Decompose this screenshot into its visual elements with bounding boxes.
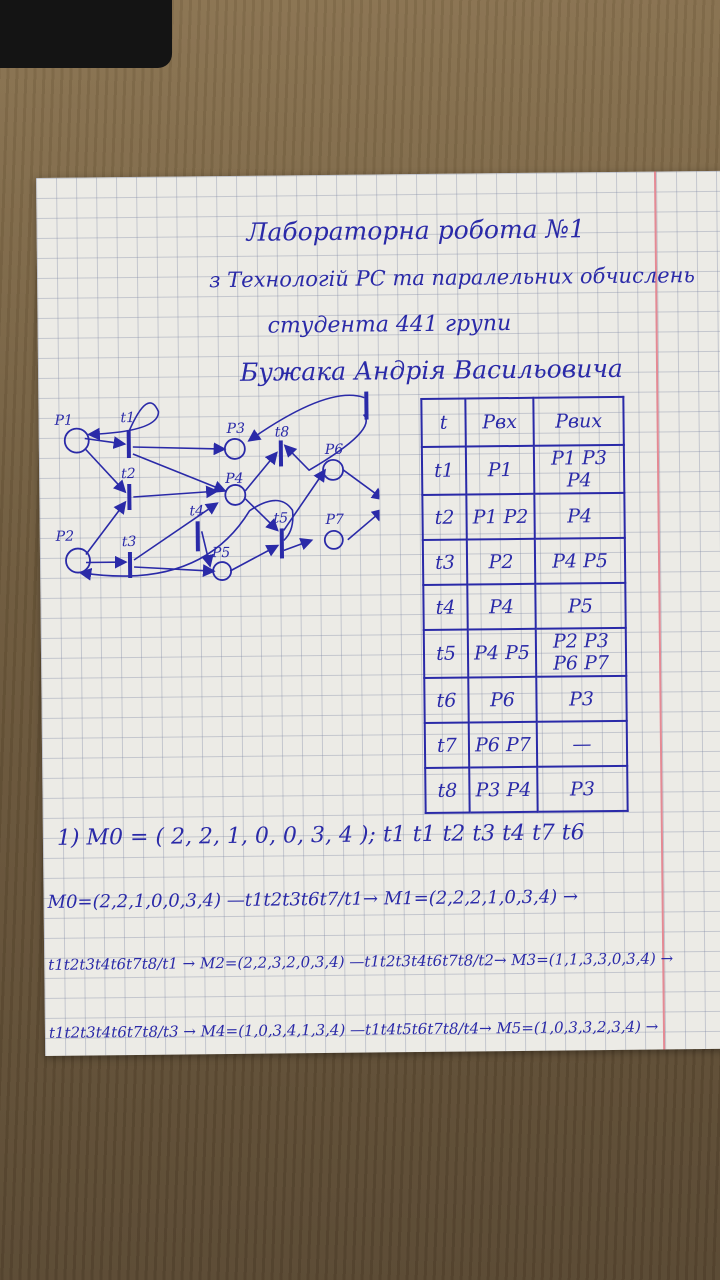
cell-t: t6 xyxy=(424,677,469,723)
solution-line-1: 1) M0 = ( 2, 2, 1, 0, 0, 3, 4 ); t1 t1 t… xyxy=(56,820,585,851)
label-t1: t1 xyxy=(120,410,135,426)
cell-p-out: P2 P3 P6 P7 xyxy=(535,627,627,677)
cell-p-in: P1 xyxy=(465,445,535,495)
title-line-2: з Технологій РС та паралельних обчислень xyxy=(208,263,695,293)
cell-t: t7 xyxy=(424,722,470,768)
place-p2 xyxy=(65,547,91,574)
place-p4 xyxy=(224,484,247,506)
cell-p-out: P4 xyxy=(534,492,625,539)
cell-p-out: P3 xyxy=(537,765,628,812)
header-p-out: Pвих xyxy=(533,396,624,446)
label-t4: t4 xyxy=(189,503,204,519)
cell-p-in: P2 xyxy=(466,538,536,585)
cell-p-in: P4 P5 xyxy=(467,628,537,678)
label-p5: P5 xyxy=(211,545,231,561)
label-t5: t5 xyxy=(273,510,288,526)
label-t3: t3 xyxy=(122,534,137,550)
label-t8: t8 xyxy=(275,424,290,440)
petri-net-diagram: P1 P2 P3 P4 P5 P6 P7 t1 t2 t3 t4 t5 t6 t… xyxy=(53,389,381,581)
margin-line xyxy=(653,171,666,1050)
place-p3 xyxy=(223,438,246,460)
label-t2: t2 xyxy=(121,466,136,482)
label-p6: P6 xyxy=(324,442,344,458)
cell-p-in: P6 P7 xyxy=(468,721,538,768)
label-p1: P1 xyxy=(53,413,72,429)
cell-t: t1 xyxy=(421,446,467,495)
phone-edge xyxy=(0,0,172,68)
label-t7: t7 xyxy=(379,473,381,489)
cell-t: t5 xyxy=(423,629,469,678)
cell-p-out: P4 P5 xyxy=(534,537,626,584)
table-header-row: t Pвх Pвих xyxy=(421,396,624,447)
label-t6: t6 xyxy=(358,389,373,391)
cell-p-out: P1 P3 P4 xyxy=(533,444,625,494)
title-line-4: Бужака Андрія Васильовича xyxy=(239,353,623,387)
cell-p-out: P3 xyxy=(536,675,627,722)
label-p4: P4 xyxy=(224,471,243,487)
cell-p-in: P4 xyxy=(467,583,536,630)
place-p5 xyxy=(212,561,233,581)
title-line-1: Лабораторна робота №1 xyxy=(246,214,586,247)
solution-line-2: M0=(2,2,1,0,0,3,4) —t1t2t3t6t7/t1→ M1=(2… xyxy=(47,886,579,913)
cell-t: t2 xyxy=(422,494,467,540)
cell-p-in: P6 xyxy=(468,676,537,723)
cell-p-out: — xyxy=(536,720,628,767)
solution-line-4: t1t2t3t4t6t7t8/t3 → M4=(1,0,3,4,1,3,4) —… xyxy=(48,1017,659,1042)
cell-t: t8 xyxy=(425,767,470,813)
place-p6 xyxy=(322,459,344,481)
label-p2: P2 xyxy=(55,529,75,545)
header-p-in: Pвх xyxy=(465,397,534,447)
label-p3: P3 xyxy=(226,421,246,437)
solution-line-3: t1t2t3t4t6t7t8/t1 → M2=(2,2,3,2,0,3,4) —… xyxy=(48,949,674,974)
cell-t: t3 xyxy=(422,539,468,585)
cell-p-out: P5 xyxy=(535,582,626,629)
place-p1 xyxy=(63,427,90,454)
header-t: t xyxy=(421,398,466,447)
title-line-3: студента 441 групи xyxy=(267,311,512,339)
cell-p-in: P3 P4 xyxy=(469,766,538,813)
notebook-page: Лабораторна робота №1 з Технологій РС та… xyxy=(36,170,720,1056)
cell-t: t4 xyxy=(423,584,468,630)
cell-p-in: P1 P2 xyxy=(466,493,535,540)
label-p7: P7 xyxy=(325,512,345,528)
place-p7 xyxy=(323,530,344,550)
